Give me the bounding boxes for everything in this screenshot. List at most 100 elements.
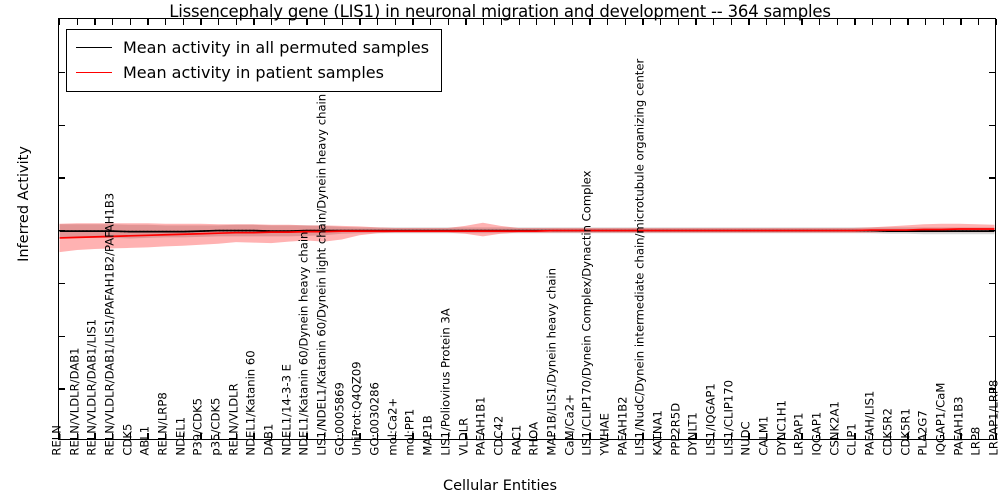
x-tick-label: UniProt:Q4QZ09 (349, 361, 364, 456)
x-tick-mark (748, 433, 750, 439)
x-tick-mark (306, 433, 308, 439)
x-tick-mark (730, 19, 732, 25)
x-tick-mark (925, 433, 927, 439)
x-tick-mark (217, 19, 220, 25)
x-tick-label: PAFAH1B3 (950, 396, 965, 456)
x-tick-mark (942, 19, 945, 25)
y-tick-mark (59, 71, 65, 74)
x-tick-mark (907, 19, 909, 25)
x-tick-mark (518, 433, 520, 439)
x-tick-mark (111, 433, 114, 439)
x-tick-label: NUDC (738, 421, 753, 456)
x-tick-mark (500, 433, 503, 439)
x-tick-mark (995, 433, 998, 439)
x-tick-mark (854, 433, 856, 439)
y-axis-label: Inferred Activity (16, 146, 32, 262)
x-tick-label: GO:0005869 (332, 382, 347, 456)
x-tick-label: LRPAP1 (791, 412, 806, 456)
confidence-band (59, 224, 995, 239)
series-line-dotted (59, 229, 995, 233)
x-tick-mark (430, 19, 432, 25)
x-tick-mark (147, 433, 149, 439)
x-tick-mark (500, 19, 503, 25)
x-tick-label: DYNLT1 (685, 412, 700, 456)
x-tick-mark (164, 19, 167, 25)
x-tick-mark (836, 433, 839, 439)
legend-swatch-patient (76, 72, 112, 73)
x-tick-mark (359, 433, 361, 439)
x-tick-mark (889, 433, 892, 439)
x-tick-mark (235, 19, 237, 25)
x-tick-label: p35/CDK5 (208, 397, 223, 456)
x-tick-mark (942, 433, 945, 439)
x-tick-mark (430, 433, 432, 439)
x-tick-mark (324, 19, 326, 25)
x-tick-mark (677, 19, 679, 25)
y-tick-mark (989, 177, 995, 179)
x-tick-label: RAC1 (508, 424, 523, 456)
y-tick-mark (59, 282, 65, 285)
x-tick-label: PLA2G7 (915, 410, 930, 456)
x-tick-label: RELN/VLDLR/DAB1/LIS1/PAFAH1B2/PAFAH1B3 (102, 192, 117, 456)
x-tick-mark (483, 433, 485, 439)
x-tick-label: P39/CDK5 (190, 397, 205, 456)
x-tick-mark (306, 19, 308, 25)
x-tick-label: LIS1/Poliovirus Protein 3A (438, 308, 453, 456)
x-tick-label: GO:0030286 (367, 382, 382, 456)
x-tick-label: LRP8 (968, 426, 983, 456)
x-tick-label: MAP1B/LIS1/Dynein heavy chain (544, 267, 559, 456)
x-tick-label: CALM1 (756, 415, 771, 456)
x-tick-mark (659, 433, 662, 439)
y-tick-mark (989, 335, 995, 337)
x-tick-mark (907, 433, 909, 439)
x-tick-mark (624, 19, 626, 25)
legend-label-permuted: Mean activity in all permuted samples (123, 38, 430, 57)
x-tick-mark (94, 19, 96, 25)
x-tick-mark (642, 19, 644, 25)
x-tick-mark (606, 19, 609, 25)
x-tick-mark (182, 19, 184, 25)
x-tick-mark (288, 19, 290, 25)
x-tick-mark (217, 433, 220, 439)
x-tick-label: VLDLR (455, 417, 470, 456)
x-tick-mark (359, 19, 361, 25)
x-tick-label: LIS1/CLIP170 (721, 379, 736, 456)
x-tick-mark (377, 19, 379, 25)
x-tick-mark (536, 19, 538, 25)
x-tick-label: RHOA (526, 421, 541, 456)
x-tick-mark (730, 433, 732, 439)
y-tick-mark (59, 124, 65, 126)
x-tick-mark (872, 433, 874, 439)
x-tick-label: RELN/VLDLR/DAB1/LIS1 (84, 318, 99, 456)
x-tick-mark (129, 19, 131, 25)
x-tick-mark (235, 433, 237, 439)
y-tick-mark (59, 230, 65, 232)
legend-item-patient: Mean activity in patient samples (76, 60, 429, 85)
x-tick-label: PAFAH1B2 (615, 396, 630, 456)
x-tick-label: PPP2R5D (668, 402, 683, 456)
x-tick-mark (341, 433, 343, 439)
x-tick-label: CDK5 (120, 423, 135, 456)
x-tick-label: RELN/LRP8 (155, 392, 170, 456)
y-tick-mark (989, 71, 995, 74)
x-tick-mark (412, 433, 414, 439)
x-tick-label: NDEL1/14-3-3 E (279, 364, 294, 456)
x-tick-mark (518, 19, 520, 25)
x-tick-mark (76, 19, 78, 25)
x-tick-label: ABL1 (137, 425, 152, 456)
x-tick-mark (819, 19, 821, 25)
x-tick-mark (659, 19, 662, 25)
x-tick-mark (854, 19, 856, 25)
x-tick-label: CLIP1 (844, 423, 859, 456)
x-tick-mark (960, 433, 962, 439)
x-tick-mark (147, 19, 149, 25)
x-tick-mark (394, 19, 397, 25)
x-tick-mark (465, 433, 467, 439)
x-tick-mark (766, 433, 768, 439)
x-tick-mark (536, 433, 538, 439)
x-tick-label: mol:PP1 (402, 408, 417, 456)
x-tick-mark (412, 19, 414, 25)
legend-label-patient: Mean activity in patient samples (123, 63, 384, 82)
x-tick-mark (766, 19, 768, 25)
